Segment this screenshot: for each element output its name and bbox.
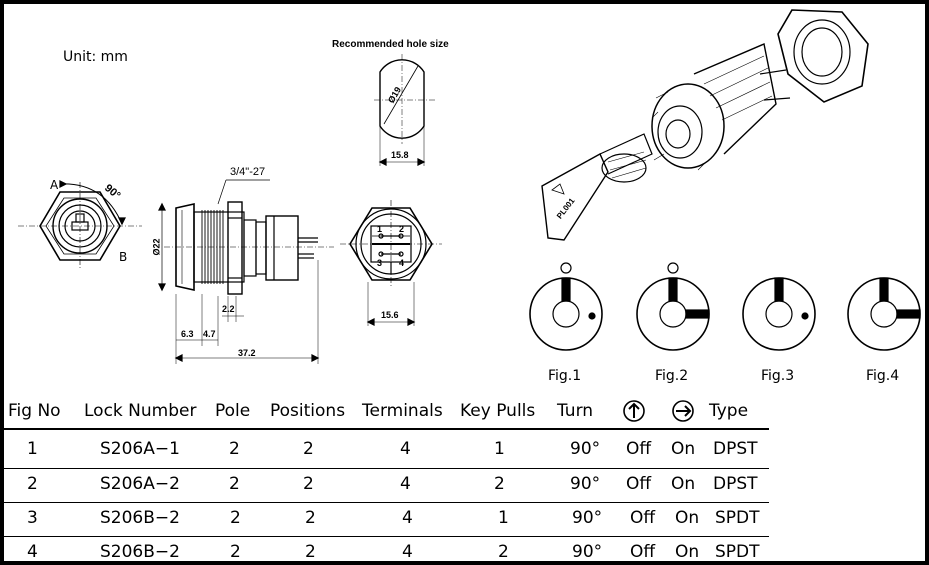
fig-2-label: Fig.2 — [655, 368, 689, 384]
dim-15-6: 15.6 — [381, 310, 399, 320]
terminal-4-label: 4 — [399, 258, 405, 268]
cell-turn: 90° — [572, 542, 603, 561]
exploded-view-illustration — [541, 9, 869, 241]
terminal-2-label: 2 — [399, 224, 405, 234]
position-b-label: B — [119, 250, 128, 264]
cell-positions: 2 — [303, 474, 314, 494]
cell-lock-number: S206B−2 — [100, 542, 180, 561]
cell-turn: 90° — [570, 439, 601, 459]
cell-turn: 90° — [572, 508, 603, 528]
cell-type: DPST — [713, 439, 758, 459]
cell-key-pulls: 1 — [494, 439, 505, 459]
row-divider — [4, 536, 769, 537]
right-arrow-icon — [673, 401, 693, 421]
dim-6-3: 6.3 — [181, 329, 194, 339]
cell-off: Off — [626, 439, 652, 459]
dim-4-7: 4.7 — [203, 329, 216, 339]
cell-key-pulls: 2 — [494, 474, 505, 494]
header-lock-number: Lock Number — [84, 401, 197, 421]
cell-off: Off — [630, 542, 656, 561]
cell-type: SPDT — [715, 542, 760, 561]
terminal-1-label: 1 — [377, 224, 383, 234]
cell-terminals: 4 — [402, 508, 413, 528]
dim-thread: 3/4"-27 — [230, 166, 266, 178]
dim-hole-width: 15.8 — [391, 150, 409, 160]
cell-fig-no: 2 — [27, 474, 38, 494]
cell-terminals: 4 — [402, 542, 413, 561]
cell-off: Off — [630, 508, 656, 528]
header-pole: Pole — [215, 401, 251, 421]
cell-positions: 2 — [303, 439, 314, 459]
dim-diameter-22: Ø22 — [151, 238, 162, 256]
technical-drawings — [18, 9, 921, 422]
cell-turn: 90° — [570, 474, 601, 494]
cell-off: Off — [626, 474, 652, 494]
header-key-pulls: Key Pulls — [460, 401, 536, 421]
cell-lock-number: S206A−1 — [100, 439, 180, 459]
cell-pole: 2 — [229, 474, 240, 494]
header-positions: Positions — [270, 401, 346, 421]
cell-terminals: 4 — [400, 474, 411, 494]
cell-lock-number: S206A−2 — [100, 474, 180, 494]
header-fig-no: Fig No — [8, 401, 61, 421]
cell-terminals: 4 — [400, 439, 411, 459]
cell-pole: 2 — [229, 439, 240, 459]
cell-on: On — [671, 439, 696, 459]
datasheet-page: Unit: mm Recommended hole size Ø19 15.8 … — [4, 4, 925, 561]
row-divider — [4, 468, 769, 469]
cell-on: On — [675, 508, 700, 528]
cell-fig-no: 1 — [27, 439, 38, 459]
header-terminals: Terminals — [362, 401, 443, 421]
hole-title: Recommended hole size — [332, 39, 449, 50]
terminal-3-label: 3 — [377, 258, 383, 268]
cell-on: On — [675, 542, 700, 561]
table-header-icons — [623, 400, 694, 422]
cell-type: DPST — [713, 474, 758, 494]
fig-4-label: Fig.4 — [866, 368, 900, 384]
fig-3-label: Fig.3 — [761, 368, 795, 384]
fig-1-label: Fig.1 — [548, 368, 582, 384]
hole-size-drawing — [374, 54, 436, 166]
position-a-label: A — [50, 178, 59, 192]
back-view-drawing — [340, 200, 442, 326]
side-view-drawing — [158, 179, 334, 364]
cell-on: On — [671, 474, 696, 494]
dim-2-2: 2.2 — [222, 304, 235, 314]
cell-key-pulls: 2 — [498, 542, 509, 561]
header-type: Type — [709, 401, 749, 421]
table-header-rule — [4, 428, 769, 430]
cell-type: SPDT — [715, 508, 760, 528]
cell-positions: 2 — [305, 508, 316, 528]
cell-key-pulls: 1 — [498, 508, 509, 528]
cell-fig-no: 4 — [27, 542, 38, 561]
cell-positions: 2 — [305, 542, 316, 561]
dim-37-2: 37.2 — [238, 348, 256, 358]
unit-label: Unit: mm — [63, 49, 128, 65]
up-arrow-icon — [624, 401, 644, 421]
cell-pole: 2 — [230, 508, 241, 528]
cell-pole: 2 — [230, 542, 241, 561]
front-view-drawing — [18, 180, 142, 270]
row-divider — [4, 502, 769, 503]
cell-fig-no: 3 — [27, 508, 38, 528]
cell-lock-number: S206B−2 — [100, 508, 180, 528]
position-figures — [529, 262, 921, 351]
header-turn: Turn — [557, 401, 594, 421]
